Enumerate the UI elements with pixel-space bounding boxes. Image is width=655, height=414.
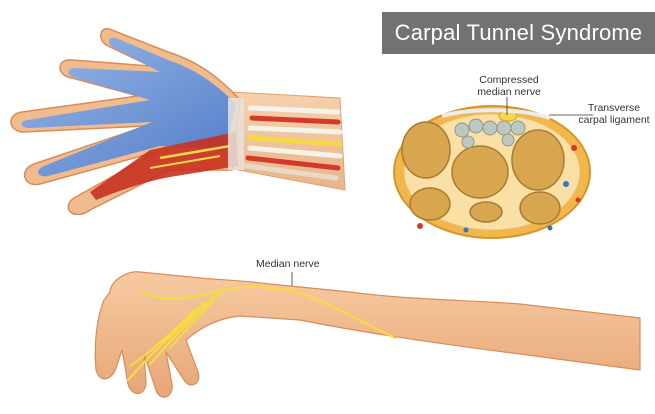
arm-median-nerve-illustration — [0, 0, 655, 414]
illustration-canvas: Carpal Tunnel Syndrome — [0, 0, 655, 414]
